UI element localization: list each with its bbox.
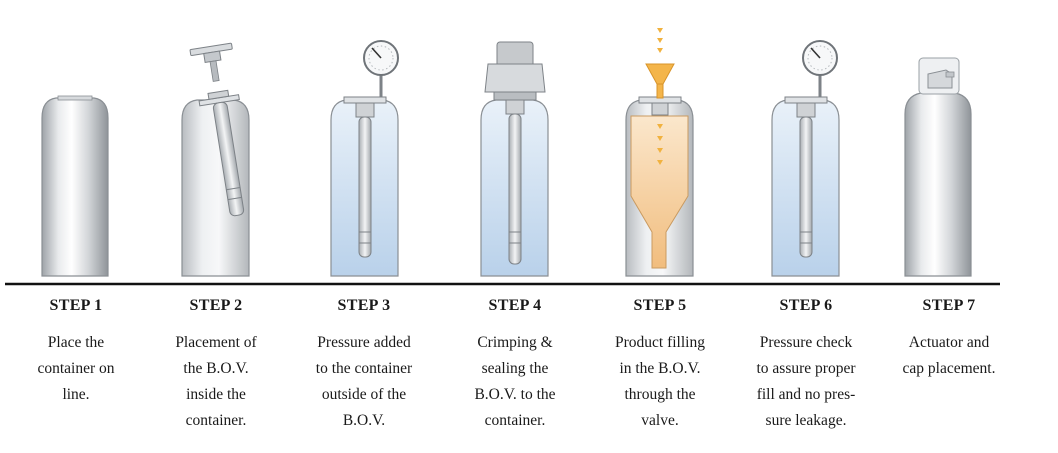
step-title: STEP 7 [922, 297, 976, 314]
step-title: STEP 6 [779, 297, 833, 314]
flow-arrow-icon [657, 28, 663, 165]
pressure-gauge-icon [802, 40, 838, 97]
step-description: Pressure check to assure proper fill and… [736, 330, 876, 434]
step-2-illustration [181, 42, 250, 277]
step-1: STEP 1 Place the container on line. [6, 292, 146, 408]
step-title: STEP 3 [337, 297, 391, 314]
step-description-line: Pressure added [317, 334, 411, 351]
step-description-line: Product filling [615, 334, 705, 351]
aerosol-can-icon [904, 92, 972, 277]
pressure-gauge-icon [363, 40, 399, 97]
step-7-illustration [904, 57, 972, 277]
step-description-line: line. [62, 386, 90, 403]
step-3: STEP 3 Pressure added to the container o… [294, 292, 434, 434]
step-description-line: Pressure check [759, 334, 853, 351]
bov-filling-diagram [5, 28, 1000, 286]
step-6: STEP 6 Pressure check to assure proper f… [736, 292, 876, 434]
step-description: Actuator and cap placement. [879, 330, 1019, 382]
step-description-line: Actuator and [908, 334, 990, 351]
step-1-illustration [41, 95, 109, 277]
step-description-line: sure leakage. [765, 412, 847, 429]
funnel-icon [645, 63, 675, 99]
step-description-line: B.O.V. to the [474, 386, 556, 403]
step-description-line: to assure proper [756, 360, 856, 377]
step-title: STEP 1 [49, 297, 103, 314]
step-description: Product filling in the B.O.V. through th… [590, 330, 730, 434]
step-2: STEP 2 Placement of the B.O.V. inside th… [146, 292, 286, 434]
step-description-line: the B.O.V. [183, 360, 249, 377]
step-description: Crimping & sealing the B.O.V. to the con… [445, 330, 585, 434]
bag-on-valve-icon [189, 42, 245, 217]
step-5: STEP 5 Product filling in the B.O.V. thr… [590, 292, 730, 434]
aerosol-can-icon [41, 97, 109, 277]
step-description-line: container. [484, 412, 546, 429]
step-description-line: fill and no pres- [756, 386, 856, 403]
step-description: Pressure added to the container outside … [294, 330, 434, 434]
step-description-line: sealing the [481, 360, 549, 377]
step-description-line: Placement of [175, 334, 257, 351]
step-3-illustration [330, 40, 399, 277]
step-description-line: container. [185, 412, 247, 429]
step-description-line: cap placement. [902, 360, 996, 377]
step-description-line: inside the [186, 386, 246, 403]
step-description-line: through the [624, 386, 696, 403]
step-5-illustration [625, 28, 694, 277]
step-6-illustration [771, 40, 840, 277]
actuator-cap-icon [918, 57, 960, 95]
step-description: Place the container on line. [6, 330, 146, 408]
step-7: STEP 7 Actuator and cap placement. [879, 292, 1019, 382]
step-title: STEP 5 [633, 297, 687, 314]
step-description-line: B.O.V. [342, 412, 386, 429]
step-description-line: outside of the [321, 386, 407, 403]
step-description-line: Place the [47, 334, 105, 351]
crimping-head-icon [484, 41, 546, 101]
step-description: Placement of the B.O.V. inside the conta… [146, 330, 286, 434]
step-description-line: Crimping & [477, 334, 553, 351]
step-description-line: in the B.O.V. [619, 360, 701, 377]
step-4-illustration [480, 41, 549, 277]
step-title: STEP 2 [189, 297, 243, 314]
step-4: STEP 4 Crimping & sealing the B.O.V. to … [445, 292, 585, 434]
step-title: STEP 4 [488, 297, 542, 314]
step-description-line: container on [37, 360, 115, 377]
step-description-line: to the container [315, 360, 413, 377]
step-description-line: valve. [641, 412, 679, 429]
